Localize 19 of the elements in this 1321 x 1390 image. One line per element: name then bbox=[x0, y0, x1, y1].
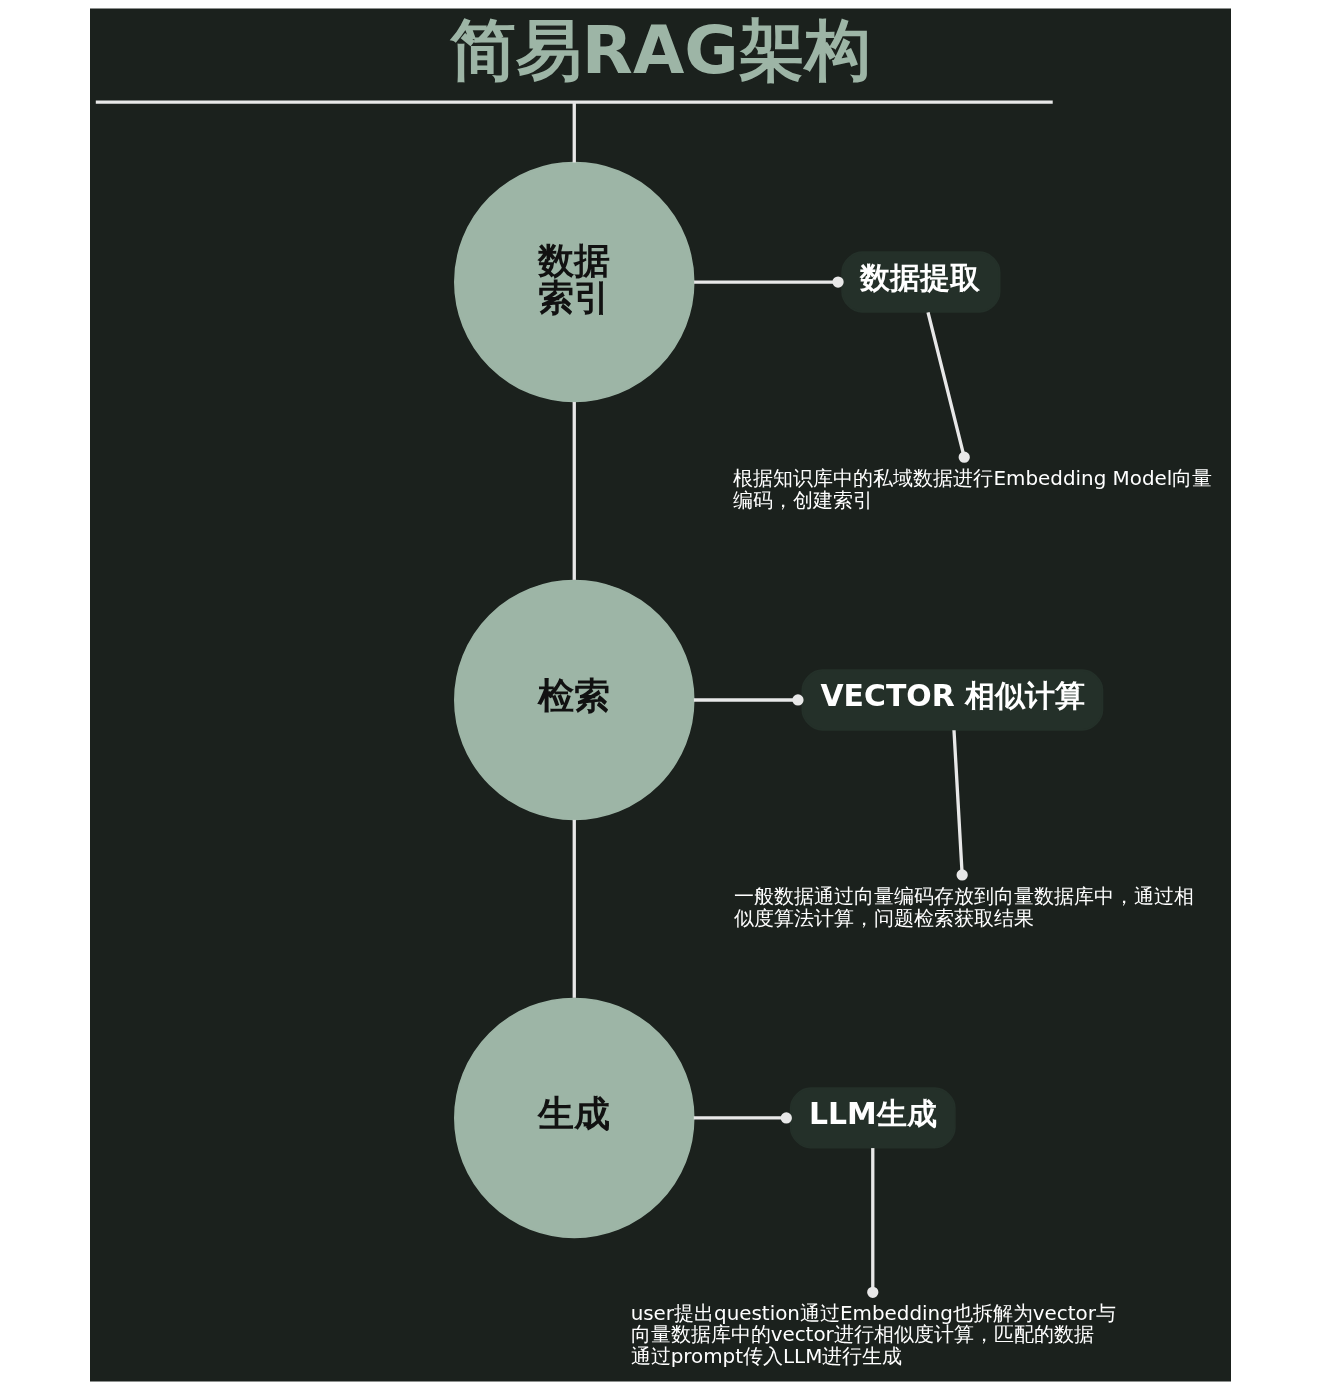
node-box: VECTOR 相似计算 bbox=[801, 669, 1104, 731]
node-circle: 生成 bbox=[454, 997, 695, 1239]
diagram-title: 简易RAG架构 bbox=[449, 11, 871, 90]
node-circle: 数据索引 bbox=[454, 161, 695, 403]
connector bbox=[952, 730, 968, 881]
connector bbox=[926, 311, 970, 463]
connector bbox=[693, 694, 804, 706]
node-box: 数据提取 bbox=[841, 251, 1001, 313]
connector bbox=[867, 1148, 879, 1298]
connector bbox=[572, 103, 576, 163]
node-circle: 检索 bbox=[454, 579, 695, 821]
node-text: 根据知识库中的私域数据进行Embedding Model向量编码，创建索引 bbox=[733, 467, 1213, 512]
connector bbox=[694, 276, 844, 288]
node-box: LLM生成 bbox=[789, 1087, 956, 1149]
node-text: 一般数据通过向量编码存放到向量数据库中，通过相似度算法计算，问题检索获取结果 bbox=[734, 885, 1195, 930]
connector bbox=[693, 1112, 792, 1124]
connector bbox=[572, 401, 576, 580]
connector bbox=[572, 819, 576, 998]
node-text: user提出question通过Embedding也拆解为vector与向量数据库中的vector进行相似度计算，匹配的数据通过prompt传入LLM进行生成 bbox=[630, 1301, 1116, 1368]
